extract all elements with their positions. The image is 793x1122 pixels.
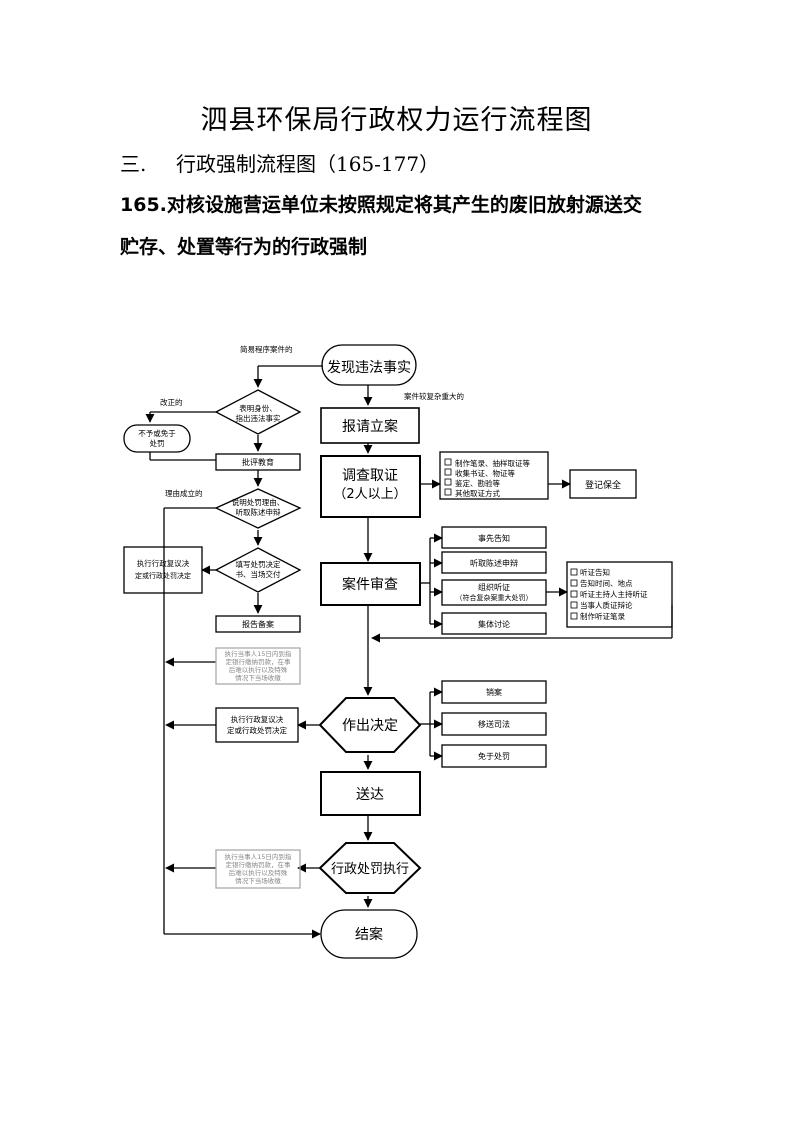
hear-reason-text-2: 听取陈述申辩 bbox=[236, 507, 281, 517]
criticize-text: 批评教育 bbox=[242, 457, 274, 467]
node-review bbox=[320, 562, 421, 606]
exec-note-1-text-1: 执行当事人15日内到指 bbox=[225, 649, 292, 658]
evidence-item-1: 制作笔录、抽样取证等 bbox=[455, 458, 530, 468]
review-text: 案件审查 bbox=[342, 576, 398, 593]
node-exec-note-2 bbox=[215, 849, 301, 889]
hear-reason-text-1: 说明处罚理由、 bbox=[232, 497, 285, 507]
exec-note-1-text-2: 定银行缴纳罚款，在事 bbox=[226, 657, 292, 666]
review-lawsuit-1-text-1: 执行行政复议决 bbox=[137, 558, 190, 568]
discover-text: 发现违法事实 bbox=[327, 360, 411, 376]
opt-notify-text: 事先告知 bbox=[478, 533, 510, 543]
no-penalty-text-1: 不予或免于 bbox=[138, 428, 176, 438]
review-lawsuit-2-text-1: 执行行政复议决 bbox=[231, 714, 284, 724]
node-review-lawsuit-1 bbox=[123, 546, 203, 594]
execute-text: 行政处罚执行 bbox=[331, 862, 409, 877]
node-evidence bbox=[439, 451, 549, 500]
show-id-text-2: 指出违法事实 bbox=[236, 413, 281, 423]
make-decision-text-2: 书、当场交付 bbox=[236, 569, 281, 579]
node-hear-reason bbox=[214, 488, 302, 529]
hearing-checkbox-3 bbox=[570, 590, 578, 598]
node-dec-transfer bbox=[441, 712, 547, 736]
section-text: 行政强制流程图（165-177） bbox=[176, 152, 440, 176]
dec-close-text: 销案 bbox=[486, 687, 502, 697]
node-criticize bbox=[215, 453, 301, 471]
opt-discuss-text: 集体讨论 bbox=[478, 619, 510, 629]
investigate-text-1: 调查取证 bbox=[342, 468, 398, 484]
exec-note-1-text-3: 后难以执行以及特殊 bbox=[229, 665, 288, 674]
item-heading-line-1: 165.对核设施营运单位未按照规定将其产生的废旧放射源送交 bbox=[120, 194, 642, 216]
no-penalty-text-2: 处罚 bbox=[150, 438, 165, 448]
dec-exempt-text: 免于处罚 bbox=[478, 751, 510, 761]
evidence-item-4: 其他取证方式 bbox=[455, 488, 500, 498]
opt-hearing-text: 组织听证 bbox=[478, 582, 510, 592]
hearing-item-3: 听证主持人主持听证 bbox=[580, 589, 648, 599]
node-review-lawsuit-2 bbox=[215, 707, 299, 743]
node-store bbox=[569, 469, 637, 499]
exec-note-1-text-4: 情况下当场收缴 bbox=[235, 673, 281, 682]
node-hearing-detail bbox=[566, 561, 673, 628]
opt-hearing-note: （符合复杂案重大处罚） bbox=[456, 593, 533, 602]
label-heavy: 案件较复杂重大的 bbox=[404, 391, 464, 401]
deliver-text: 送达 bbox=[356, 787, 384, 803]
section-title: 三. 行政强制流程图（165-177） bbox=[120, 148, 439, 177]
evidence-checkbox-4 bbox=[444, 488, 452, 496]
decide-text: 作出决定 bbox=[342, 718, 398, 734]
show-id-text-1: 表明身份、 bbox=[239, 403, 277, 413]
evidence-item-2: 收集书证、物证等 bbox=[455, 468, 515, 478]
node-register bbox=[320, 407, 420, 444]
opt-statement-text: 听取陈述申辩 bbox=[470, 558, 518, 568]
node-opt-hearing bbox=[441, 579, 547, 606]
exec-note-2-text-3: 后难以执行以及特殊 bbox=[229, 868, 288, 877]
node-investigate bbox=[320, 455, 421, 518]
hearing-item-5: 制作听证笔录 bbox=[580, 611, 625, 621]
dec-transfer-text: 移送司法 bbox=[478, 719, 510, 729]
label-simple: 简易程序案件的 bbox=[240, 344, 293, 354]
node-decide bbox=[318, 697, 422, 753]
store-text: 登记保全 bbox=[585, 479, 621, 491]
evidence-checkbox-2 bbox=[444, 468, 452, 476]
hearing-item-2: 告知时间、地点 bbox=[580, 578, 633, 588]
node-close bbox=[320, 909, 418, 959]
close-text: 结案 bbox=[355, 926, 383, 943]
exec-note-2-text-1: 执行当事人15日内到指 bbox=[225, 852, 292, 861]
node-make-decision bbox=[214, 547, 302, 593]
node-discover bbox=[321, 344, 417, 386]
node-opt-notify bbox=[441, 526, 547, 549]
section-number: 三. bbox=[120, 152, 147, 176]
node-show-id bbox=[214, 389, 302, 435]
hearing-item-1: 听证告知 bbox=[580, 567, 610, 577]
hearing-item-4: 当事人质证辩论 bbox=[580, 600, 633, 610]
item-heading-line-2: 贮存、处置等行为的行政强制 bbox=[120, 236, 368, 258]
node-opt-statement bbox=[441, 551, 547, 574]
evidence-checkbox-1 bbox=[444, 458, 452, 466]
report-file-text: 报告备案 bbox=[242, 619, 274, 629]
node-exec-note-1 bbox=[215, 647, 301, 685]
page-title: 泗县环保局行政权力运行流程图 bbox=[200, 105, 593, 136]
hearing-checkbox-2 bbox=[570, 579, 578, 587]
evidence-checkbox-3 bbox=[444, 478, 452, 486]
label-reason: 理由成立的 bbox=[165, 488, 203, 498]
register-text: 报请立案 bbox=[342, 418, 398, 435]
node-opt-discuss bbox=[441, 612, 547, 635]
label-corrected: 改正的 bbox=[160, 397, 183, 407]
hearing-checkbox-4 bbox=[570, 601, 578, 609]
review-lawsuit-1-text-2: 定或行政处罚决定 bbox=[135, 571, 191, 580]
exec-note-2-text-4: 情况下当场收缴 bbox=[235, 876, 281, 885]
hearing-checkbox-5 bbox=[570, 612, 578, 620]
node-dec-exempt bbox=[441, 744, 547, 768]
make-decision-text-1: 填写处罚决定 bbox=[236, 559, 281, 569]
node-report-file bbox=[215, 615, 301, 633]
node-no-penalty bbox=[123, 424, 191, 453]
evidence-item-3: 鉴定、勘验等 bbox=[455, 478, 500, 488]
node-execute bbox=[318, 842, 422, 894]
exec-note-2-text-2: 定银行缴纳罚款，在事 bbox=[226, 860, 292, 869]
node-deliver bbox=[320, 771, 421, 816]
node-dec-close bbox=[441, 680, 547, 704]
review-lawsuit-2-text-2: 定或行政处罚决定 bbox=[227, 725, 287, 735]
hearing-checkbox-1 bbox=[570, 568, 578, 576]
investigate-text-2: （2人以上） bbox=[333, 487, 406, 502]
